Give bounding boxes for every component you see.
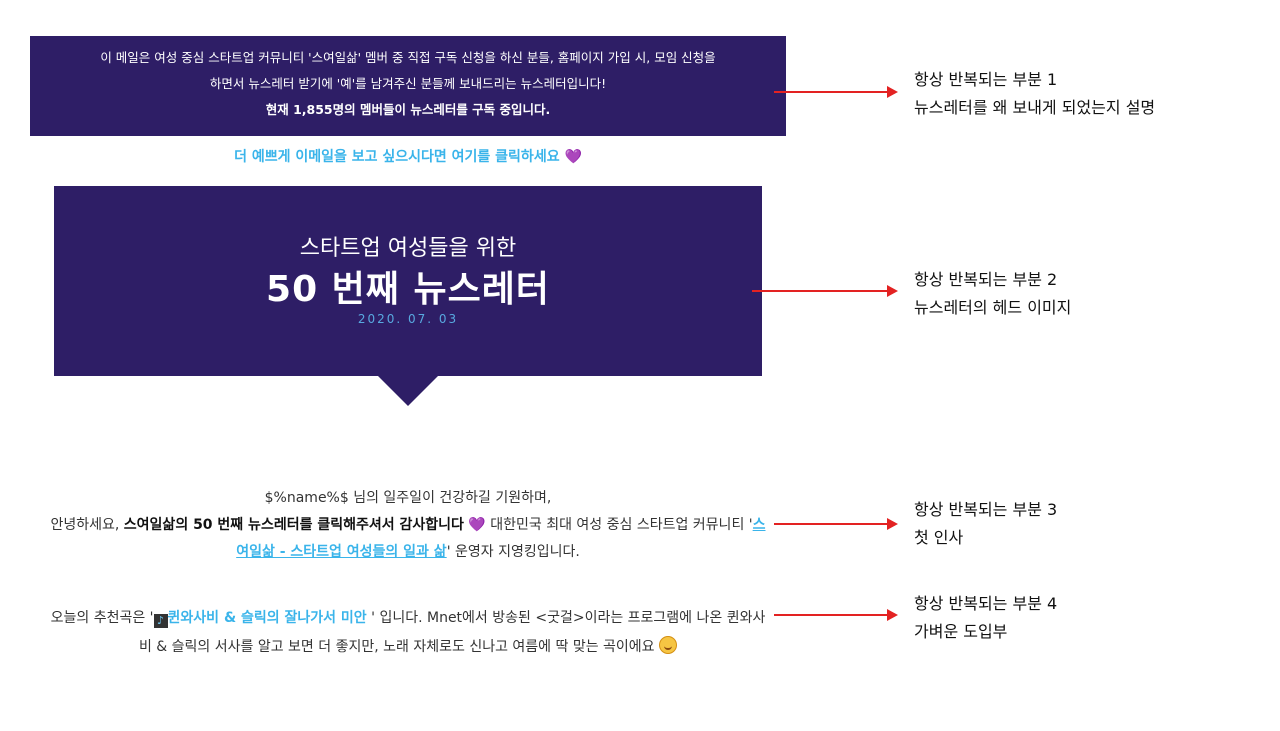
annotation-title: 항상 반복되는 부분 1 <box>914 70 1058 89</box>
annotation-3: 항상 반복되는 부분 3 첫 인사 <box>914 496 1057 552</box>
notice-line-1: 이 메일은 여성 중심 스타트업 커뮤니티 '스여일삶' 멤버 중 직접 구독 … <box>100 50 716 65</box>
music-note-icon: ♪ <box>153 614 168 628</box>
annotation-arrow-1 <box>774 86 898 98</box>
annotation-desc: 뉴스레터를 왜 보내게 되었는지 설명 <box>914 98 1156 117</box>
annotation-4: 항상 반복되는 부분 4 가벼운 도입부 <box>914 590 1057 646</box>
annotation-title: 항상 반복되는 부분 2 <box>914 270 1058 289</box>
annotation-arrow-3 <box>774 518 898 530</box>
heart-icon: 💜 <box>468 517 486 533</box>
annotation-2: 항상 반복되는 부분 2 뉴스레터의 헤드 이미지 <box>914 266 1071 322</box>
banner-pointer <box>378 376 438 406</box>
annotation-1: 항상 반복되는 부분 1 뉴스레터를 왜 보내게 되었는지 설명 <box>914 66 1155 122</box>
annotation-title: 항상 반복되는 부분 3 <box>914 500 1058 519</box>
subscriber-count: 현재 1,855명의 멤버들이 뉴스레터를 구독 중입니다. <box>265 102 551 117</box>
annotation-desc: 가벼운 도입부 <box>914 622 1008 641</box>
greeting-thanks: 스여일삶의 50 번째 뉴스레터를 클릭해주셔서 감사합니다 <box>123 517 464 533</box>
community-link[interactable]: 스여일삶 - 스타트업 여성들의 일과 삶 <box>236 517 766 560</box>
newsletter-header-image: 스타트업 여성들을 위한 50 번째 뉴스레터 2020. 07. 03 <box>54 186 762 376</box>
annotation-arrow-2 <box>752 285 898 297</box>
annotation-title: 항상 반복되는 부분 4 <box>914 594 1058 613</box>
header-title: 50 번째 뉴스레터 <box>266 269 550 310</box>
header-subtitle: 스타트업 여성들을 위한 <box>299 236 517 261</box>
song-link[interactable]: 퀸와사비 & 슬릭의 잘나가서 미안 <box>167 610 367 626</box>
annotation-desc: 뉴스레터의 헤드 이미지 <box>914 298 1072 317</box>
notice-line-2: 하면서 뉴스레터 받기에 '예'를 남겨주신 분들께 보내드리는 뉴스레터입니다… <box>209 76 607 91</box>
greeting-section: $%name%$ 님의 일주일이 건강하길 기원하며, 안녕하세요, 스여일삶의… <box>50 485 766 566</box>
greeting-paragraph: 안녕하세요, 스여일삶의 50 번째 뉴스레터를 클릭해주셔서 감사합니다 💜 … <box>50 512 766 566</box>
annotation-desc: 첫 인사 <box>914 528 964 547</box>
heart-icon: 💜 <box>564 149 582 165</box>
greeting-line-1: $%name%$ 님의 일주일이 건강하길 기원하며, <box>264 490 552 506</box>
greeting-intro-b: ' 운영자 지영킹입니다. <box>446 544 580 560</box>
song-pre: 오늘의 추천곡은 ' <box>50 610 154 626</box>
annotation-arrow-4 <box>774 609 898 621</box>
greeting-hello: 안녕하세요, <box>50 517 124 533</box>
web-view-link-text[interactable]: 더 예쁘게 이메일을 보고 싶으시다면 여기를 클릭하세요 <box>234 149 560 165</box>
header-date: 2020. 07. 03 <box>357 312 459 326</box>
greeting-intro-a: 대한민국 최대 여성 중심 스타트업 커뮤니티 ' <box>485 517 753 533</box>
smile-icon <box>659 636 678 654</box>
song-post: ' 입니다. Mnet에서 방송된 <굿걸>이라는 프로그램에 나온 퀸와사비 … <box>138 610 766 655</box>
subscription-notice: 이 메일은 여성 중심 스타트업 커뮤니티 '스여일삶' 멤버 중 직접 구독 … <box>30 36 786 136</box>
web-view-link[interactable]: 더 예쁘게 이메일을 보고 싶으시다면 여기를 클릭하세요 💜 <box>30 146 786 166</box>
song-recommendation: 오늘의 추천곡은 '♪퀸와사비 & 슬릭의 잘나가서 미안 ' 입니다. Mne… <box>50 604 766 662</box>
